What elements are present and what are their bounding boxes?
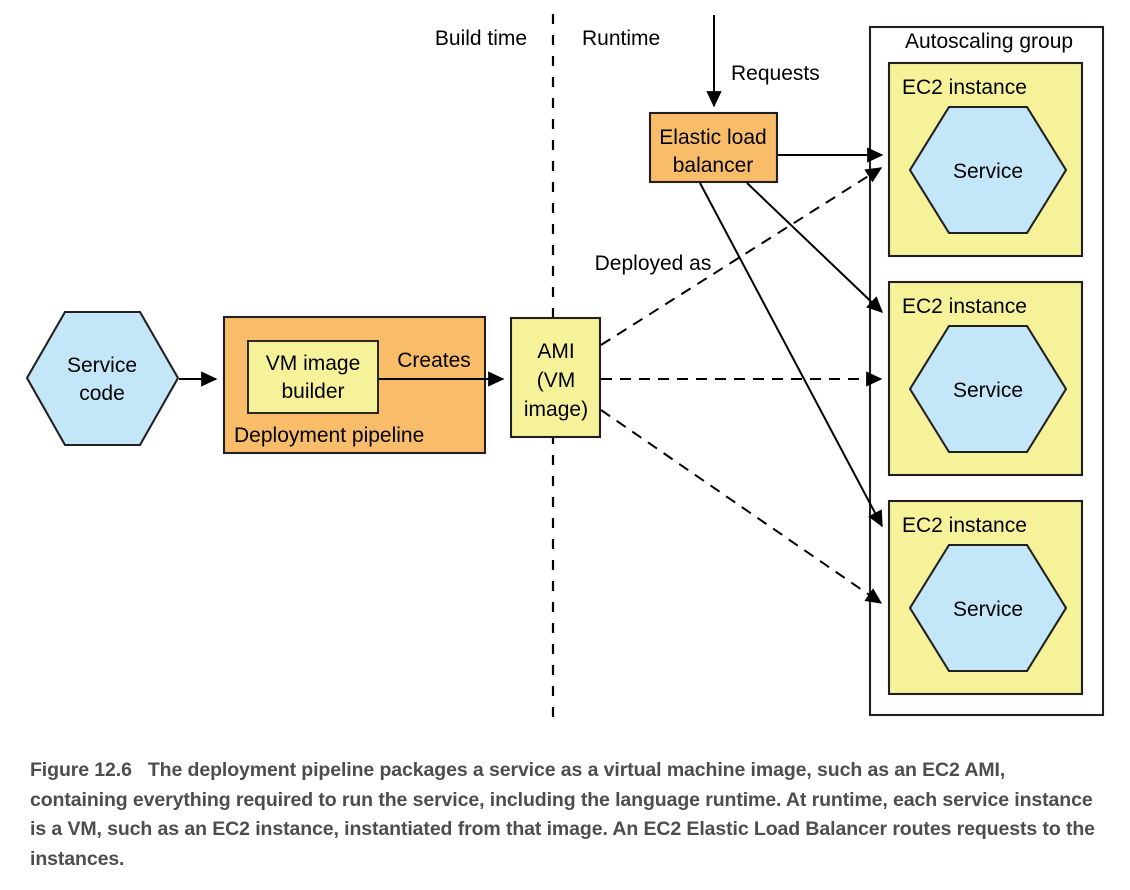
ami-label-line2: (VM (537, 369, 576, 392)
service-hexagon-1 (908, 105, 1068, 235)
vm-image-builder-label-line2: builder (281, 380, 344, 403)
elastic-load-balancer-label-line2: balancer (673, 154, 754, 177)
creates-label: Creates (397, 349, 471, 372)
ec2-instance-label-3: EC2 instance (902, 514, 1027, 537)
vm-image-builder-box (247, 340, 379, 414)
deployed-as-label: Deployed as (595, 252, 712, 275)
elastic-load-balancer-box (648, 111, 779, 184)
service-hexagon-2 (908, 324, 1068, 454)
service-label-1: Service (953, 160, 1023, 183)
ec2-instance-label-1: EC2 instance (902, 76, 1027, 99)
service-hexagon-3 (908, 543, 1068, 673)
autoscaling-group-box (868, 25, 1105, 717)
edge-lb-to-ec2-3 (699, 182, 883, 528)
service-code-label-line2: code (79, 382, 125, 405)
autoscaling-group-label: Autoscaling group (905, 30, 1073, 53)
deployment-pipeline-label: Deployment pipeline (234, 424, 424, 447)
elastic-load-balancer-label-line1: Elastic load (659, 126, 766, 149)
figure-number: Figure 12.6 (30, 759, 132, 781)
architecture-diagram: Build time Runtime Service code VM image… (25, 14, 1105, 718)
ec2-instance-label-2: EC2 instance (902, 295, 1027, 318)
ami-box (509, 316, 602, 439)
service-label-2: Service (953, 379, 1023, 402)
requests-label: Requests (731, 62, 820, 85)
service-code-label-line1: Service (67, 354, 137, 377)
ami-label-line1: AMI (537, 340, 574, 363)
edge-lb-to-ec2-2 (746, 182, 884, 313)
runtime-label: Runtime (582, 27, 660, 50)
edge-deployed-as-3 (600, 409, 883, 604)
edge-deployed-as-1 (600, 167, 883, 346)
ami-label-line3: image) (524, 398, 588, 421)
build-time-label: Build time (435, 27, 527, 50)
service-label-3: Service (953, 598, 1023, 621)
service-code-hexagon (25, 310, 180, 447)
figure-caption-text: The deployment pipeline packages a servi… (30, 759, 1095, 870)
vm-image-builder-label-line1: VM image (266, 352, 361, 375)
